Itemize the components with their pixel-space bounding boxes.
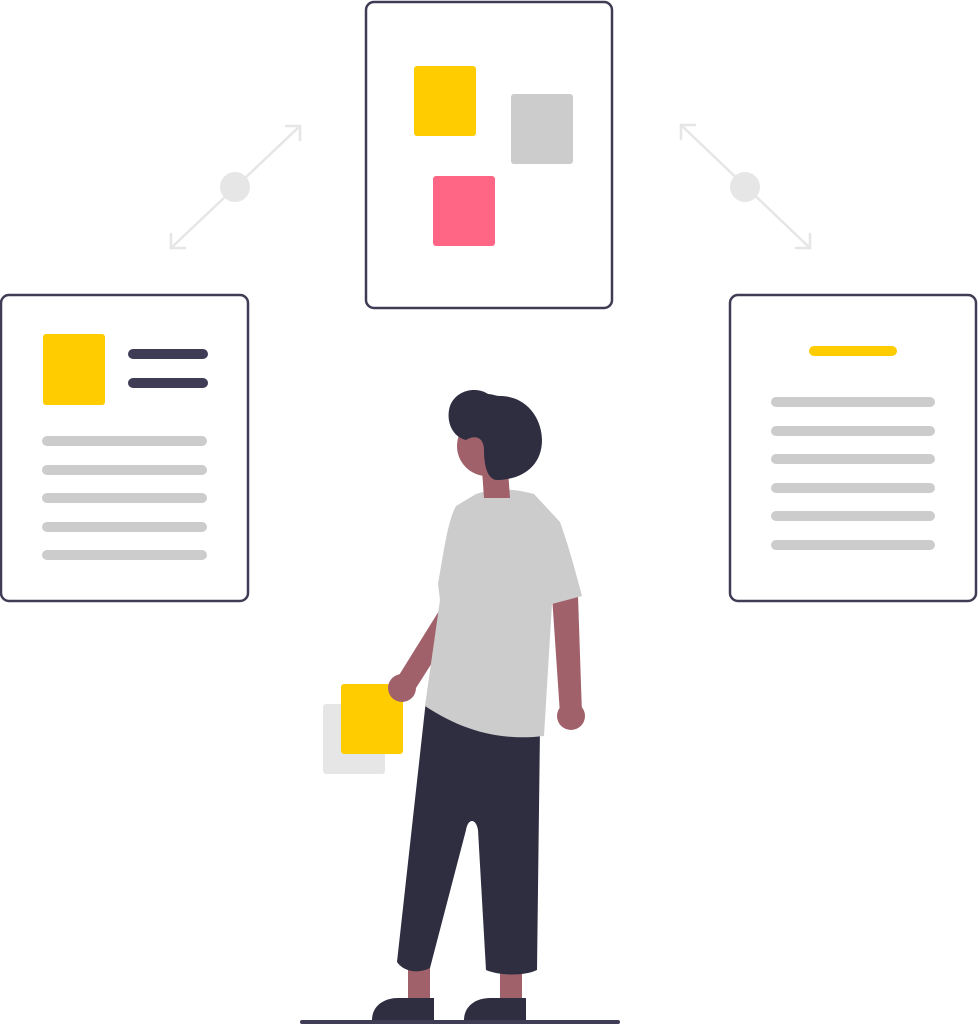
right-card — [728, 293, 978, 603]
right-card-title-line — [809, 346, 897, 356]
right-card-text-line — [771, 511, 935, 521]
left-card-text-line — [42, 436, 207, 446]
double-arrow-icon — [679, 123, 812, 250]
right-arm — [552, 596, 582, 714]
right-card-text-line — [771, 397, 935, 407]
left-card — [0, 293, 250, 603]
center-card-frame — [364, 0, 614, 310]
right-hand — [557, 702, 585, 730]
right-card-text-line — [771, 483, 935, 493]
right-card-text-line — [771, 540, 935, 550]
ground-line — [300, 1020, 620, 1024]
yellow-square — [414, 66, 476, 136]
left-card-text-line — [42, 550, 207, 560]
pink-square — [433, 176, 495, 246]
shirt — [425, 489, 582, 738]
connector-node — [730, 172, 760, 202]
left-card-text-line — [42, 465, 207, 475]
left-card-text-line — [42, 493, 207, 503]
left-card-heading-line — [128, 349, 208, 359]
double-arrow-icon — [169, 124, 302, 250]
connector-node — [220, 172, 250, 202]
hair — [448, 390, 542, 480]
left-ankle — [408, 962, 430, 1004]
person-figure — [300, 390, 620, 1024]
right-shoe — [464, 998, 526, 1020]
left-hand — [388, 674, 416, 702]
held-paper-front — [341, 684, 403, 754]
left-card-text-line — [42, 522, 207, 532]
right-card-frame — [728, 293, 978, 603]
left-shoe — [372, 998, 434, 1020]
gray-square — [511, 94, 573, 164]
left-card-heading-line — [128, 378, 208, 388]
left-card-image-block — [43, 334, 105, 405]
center-card — [364, 0, 614, 310]
pants — [397, 700, 540, 975]
right-card-text-line — [771, 426, 935, 436]
right-card-text-line — [771, 454, 935, 464]
